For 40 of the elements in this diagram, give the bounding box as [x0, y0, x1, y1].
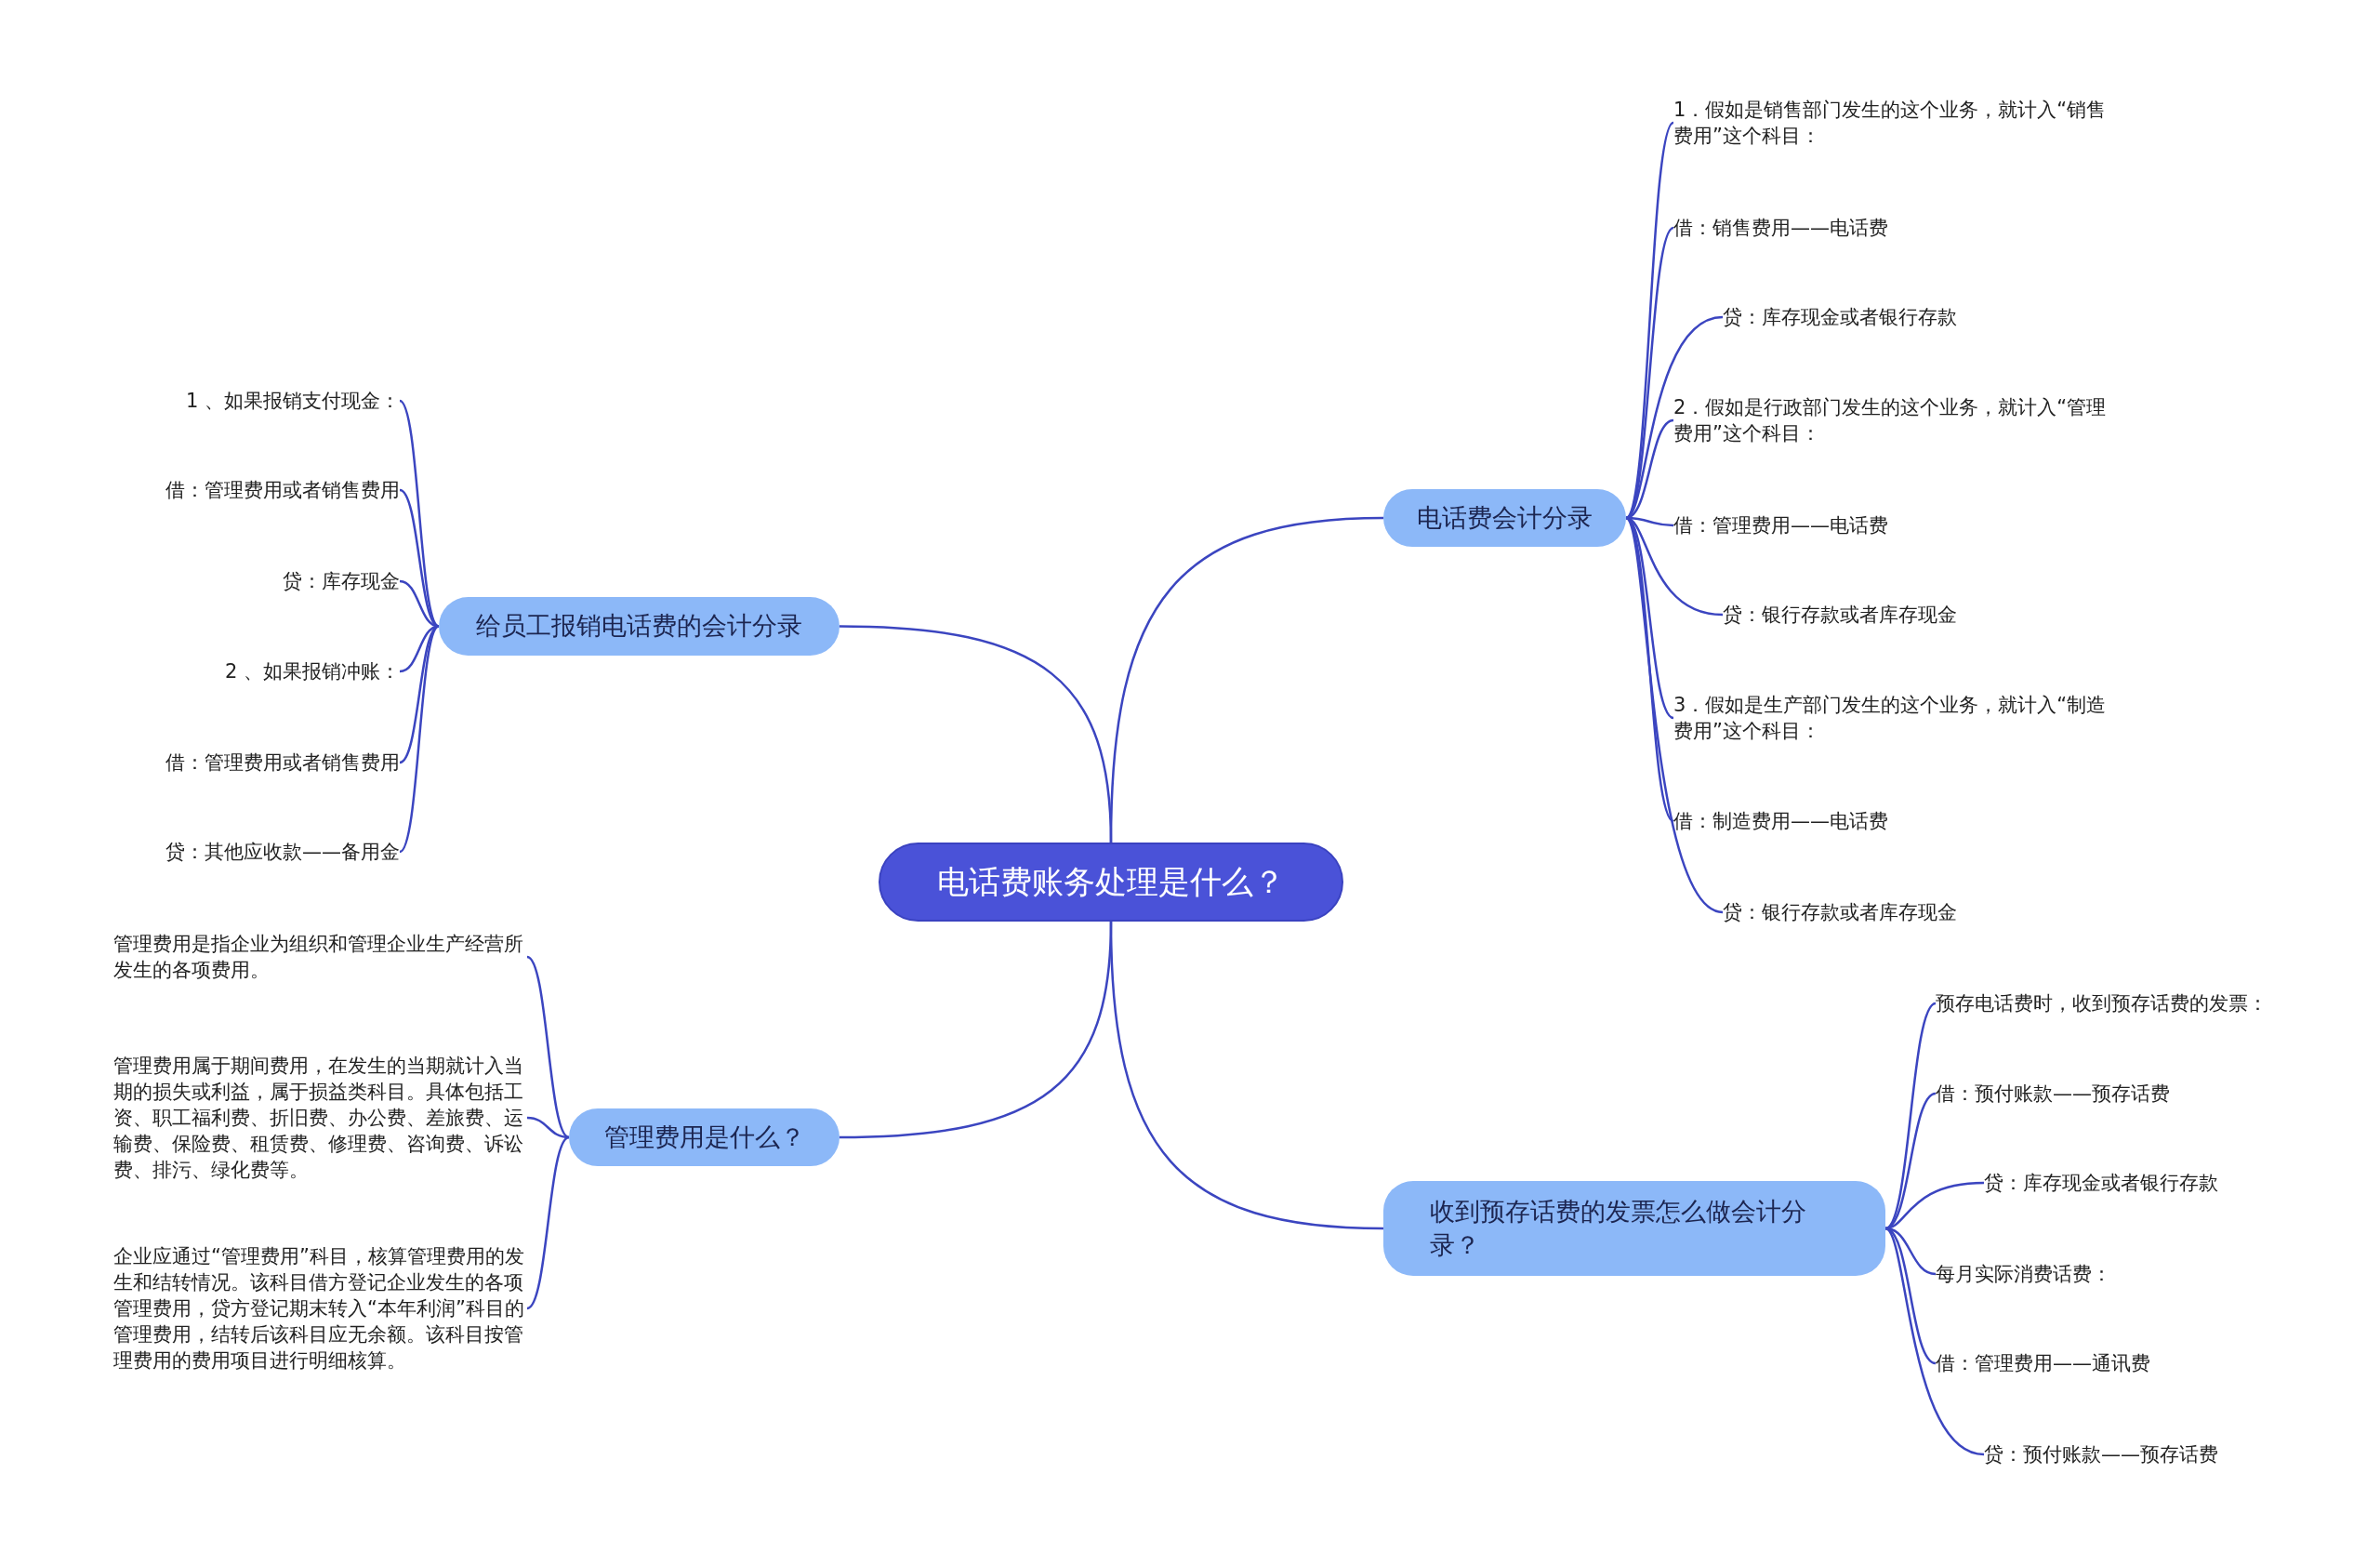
subtopic-text: 借：管理费用或者销售费用 — [102, 750, 400, 776]
central-topic: 电话费账务处理是什么？ — [879, 843, 1343, 922]
subtopic-text: 借：预付账款——预存话费 — [1936, 1081, 2345, 1107]
branch-connector — [526, 956, 570, 1138]
subtopic-text: 借：管理费用或者销售费用 — [102, 477, 400, 503]
subtopic-text: 每月实际消费话费： — [1936, 1261, 2345, 1287]
subtopic-text: 1．假如是销售部门发生的这个业务，就计入“销售费用”这个科目： — [1673, 97, 2110, 149]
subtopic-text: 贷：库存现金或者银行存款 — [1984, 1170, 2356, 1196]
topic-bubble: 管理费用是什么？ — [569, 1108, 840, 1166]
subtopic-text: 企业应通过“管理费用”科目，核算管理费用的发生和结转情况。该科目借方登记企业发生的各项管理费用，贷方登记期末转入“本年利润”科目的管理费用，结转后该科目应无余额。该科目按管理费用的费用项目进行明细核算。 — [113, 1243, 527, 1374]
topic-bubble: 电话费会计分录 — [1383, 489, 1626, 547]
subtopic-text: 1 、如果报销支付现金： — [102, 388, 400, 414]
subtopic-text: 贷：库存现金或者银行存款 — [1723, 304, 2113, 330]
branch-connector — [399, 625, 440, 853]
subtopic-text: 3．假如是生产部门发生的这个业务，就计入“制造费用”这个科目： — [1673, 692, 2110, 744]
subtopic-text: 管理费用属于期间费用，在发生的当期就计入当期的损失或利益，属于损益类科目。具体包括工资、职工福利费、折旧费、办公费、差旅费、运输费、保险费、租赁费、修理费、咨询费、诉讼费、排污、绿化费等。 — [113, 1053, 527, 1183]
branch-connector — [1884, 1227, 1937, 1365]
branch-connector — [1884, 1228, 1985, 1456]
subtopic-text: 借：销售费用——电话费 — [1673, 215, 2110, 241]
subtopic-text: 贷：其他应收款——备用金 — [102, 839, 400, 865]
subtopic-text: 借：管理费用——电话费 — [1673, 512, 2110, 538]
branch-connector — [1884, 1181, 1985, 1230]
subtopic-text: 借：管理费用——通讯费 — [1936, 1350, 2345, 1376]
branch-connector — [526, 1135, 570, 1310]
subtopic-text: 预存电话费时，收到预存话费的发票： — [1936, 990, 2345, 1016]
subtopic-text: 贷：银行存款或者库存现金 — [1723, 899, 2113, 925]
branch-connector — [1624, 517, 1724, 914]
subtopic-text: 2．假如是行政部门发生的这个业务，就计入“管理费用”这个科目： — [1673, 394, 2110, 446]
branch-connector — [839, 625, 1113, 843]
topic-bubble: 给员工报销电话费的会计分录 — [439, 597, 840, 656]
subtopic-text: 借：制造费用——电话费 — [1673, 808, 2110, 834]
branch-connector — [399, 488, 440, 628]
subtopic-text: 2 、如果报销冲账： — [102, 658, 400, 684]
topic-bubble: 收到预存话费的发票怎么做会计分录？ — [1383, 1181, 1885, 1276]
subtopic-text: 贷：库存现金 — [102, 568, 400, 594]
subtopic-text: 贷：预付账款——预存话费 — [1984, 1441, 2356, 1467]
branch-connector — [1109, 921, 1384, 1230]
subtopic-text: 贷：银行存款或者库存现金 — [1723, 602, 2113, 628]
subtopic-text: 管理费用是指企业为组织和管理企业生产经营所发生的各项费用。 — [113, 931, 527, 983]
branch-connector — [1884, 1092, 1937, 1230]
